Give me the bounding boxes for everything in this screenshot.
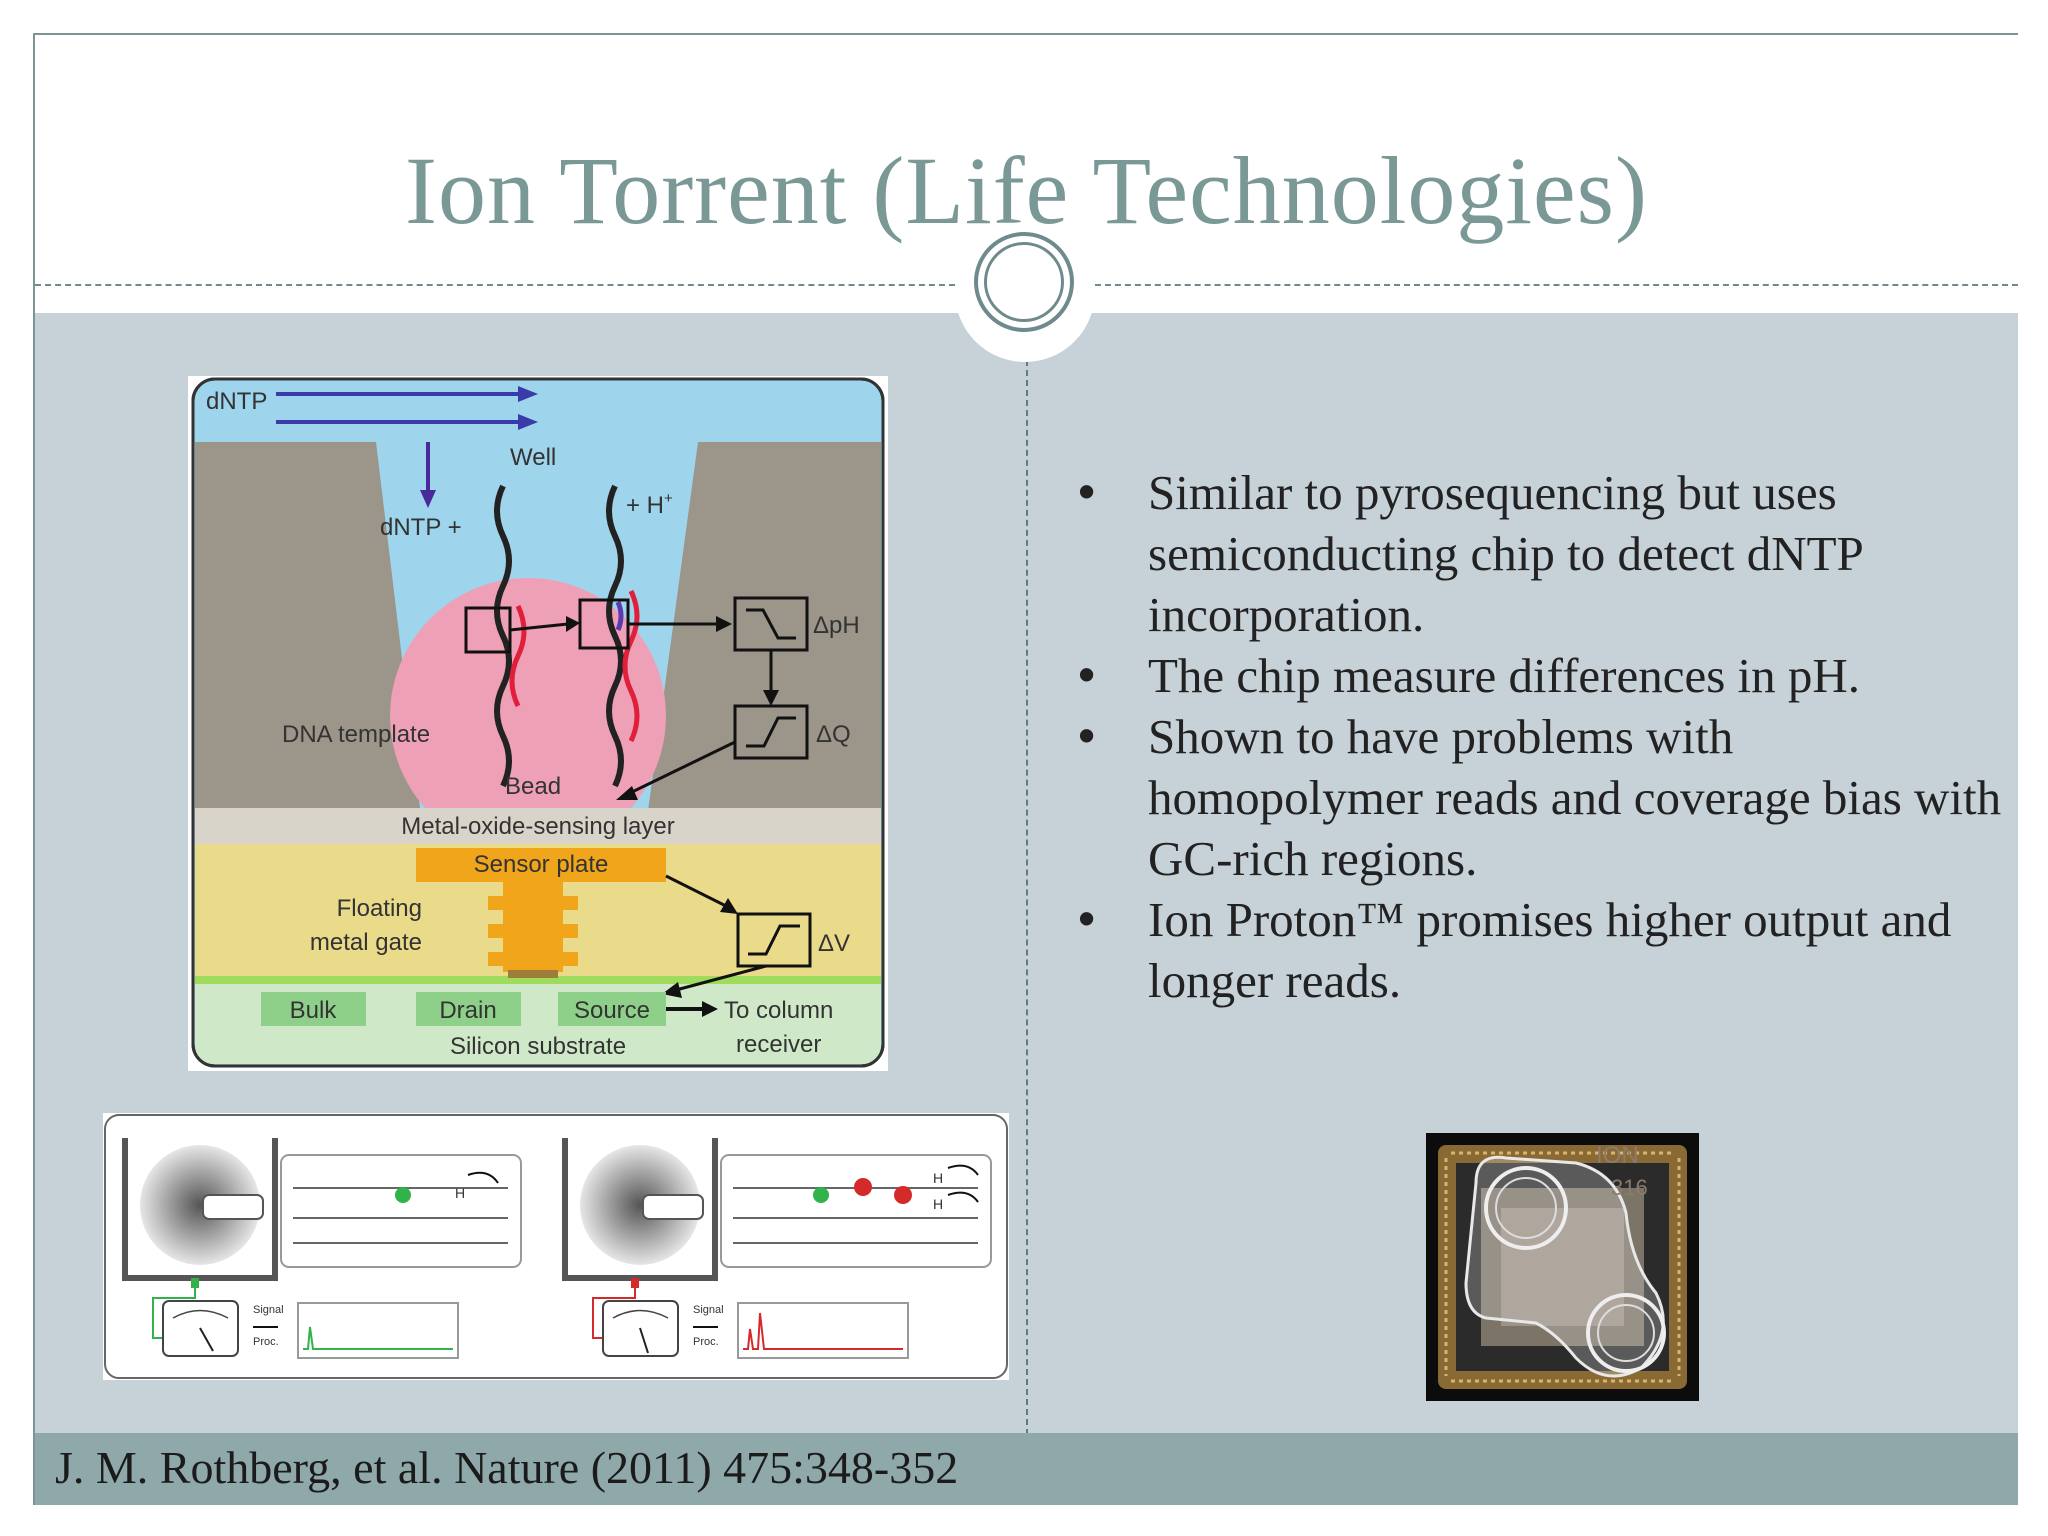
label-h-plus: + H+ — [626, 490, 673, 519]
h-label-left: H — [455, 1185, 465, 1201]
bullet-item: The chip measure differences in pH. — [1078, 645, 2008, 706]
label-drain: Drain — [439, 997, 496, 1024]
chip-label: ION — [1596, 1142, 1639, 1169]
citation: J. M. Rothberg, et al. Nature (2011) 475… — [55, 1442, 959, 1493]
bullet-list: Similar to pyrosequencing but uses semic… — [1078, 462, 2008, 1011]
label-to-column: To column — [724, 997, 833, 1024]
ornament-ring-inner — [984, 242, 1064, 322]
label-well: Well — [510, 444, 556, 471]
footer-bar: J. M. Rothberg, et al. Nature (2011) 475… — [35, 1433, 2018, 1505]
detection-schematic: H Signal Proc. H H Signal — [103, 1113, 1009, 1380]
label-delta-ph: ΔpH — [813, 612, 860, 639]
label-bulk: Bulk — [290, 997, 338, 1024]
label-source: Source — [574, 997, 650, 1024]
proc-label-left: Proc. — [253, 1336, 279, 1348]
proc-label-right: Proc. — [693, 1336, 719, 1348]
h-label-right-2: H — [933, 1196, 943, 1212]
bullet-item: Shown to have problems with homopolymer … — [1078, 706, 2008, 889]
chip-pins — [1444, 1151, 1681, 1383]
chip-model: 316 — [1611, 1175, 1648, 1200]
signal-label-right: Signal — [693, 1304, 724, 1316]
column-divider — [1026, 350, 1028, 1435]
label-delta-q: ΔQ — [816, 721, 851, 748]
label-silicon: Silicon substrate — [450, 1033, 626, 1060]
ion-well-diagram: dNTP Well dNTP + + H+ ΔpH ΔQ ΔV DNA temp… — [188, 376, 888, 1071]
label-metal-gate: metal gate — [310, 929, 422, 956]
label-dna-template: DNA template — [282, 721, 430, 748]
label-metal-oxide: Metal-oxide-sensing layer — [401, 813, 674, 840]
divider-left — [35, 284, 955, 286]
label-dntp-plus: dNTP + — [380, 514, 462, 541]
ion-chip-photo: ION 316 — [1426, 1133, 1699, 1401]
signal-label-left: Signal — [253, 1304, 284, 1316]
label-sensor-plate: Sensor plate — [474, 851, 609, 878]
label-dntp-top: dNTP — [206, 388, 267, 415]
label-floating: Floating — [337, 895, 422, 922]
bullet-item: Similar to pyrosequencing but uses semic… — [1078, 462, 2008, 645]
divider-right — [1095, 284, 2018, 286]
label-delta-v: ΔV — [818, 930, 850, 957]
label-receiver: receiver — [736, 1031, 821, 1058]
h-label-right-1: H — [933, 1170, 943, 1186]
label-bead: Bead — [505, 773, 561, 800]
bullet-item: Ion Proton™ promises higher output and l… — [1078, 889, 2008, 1011]
